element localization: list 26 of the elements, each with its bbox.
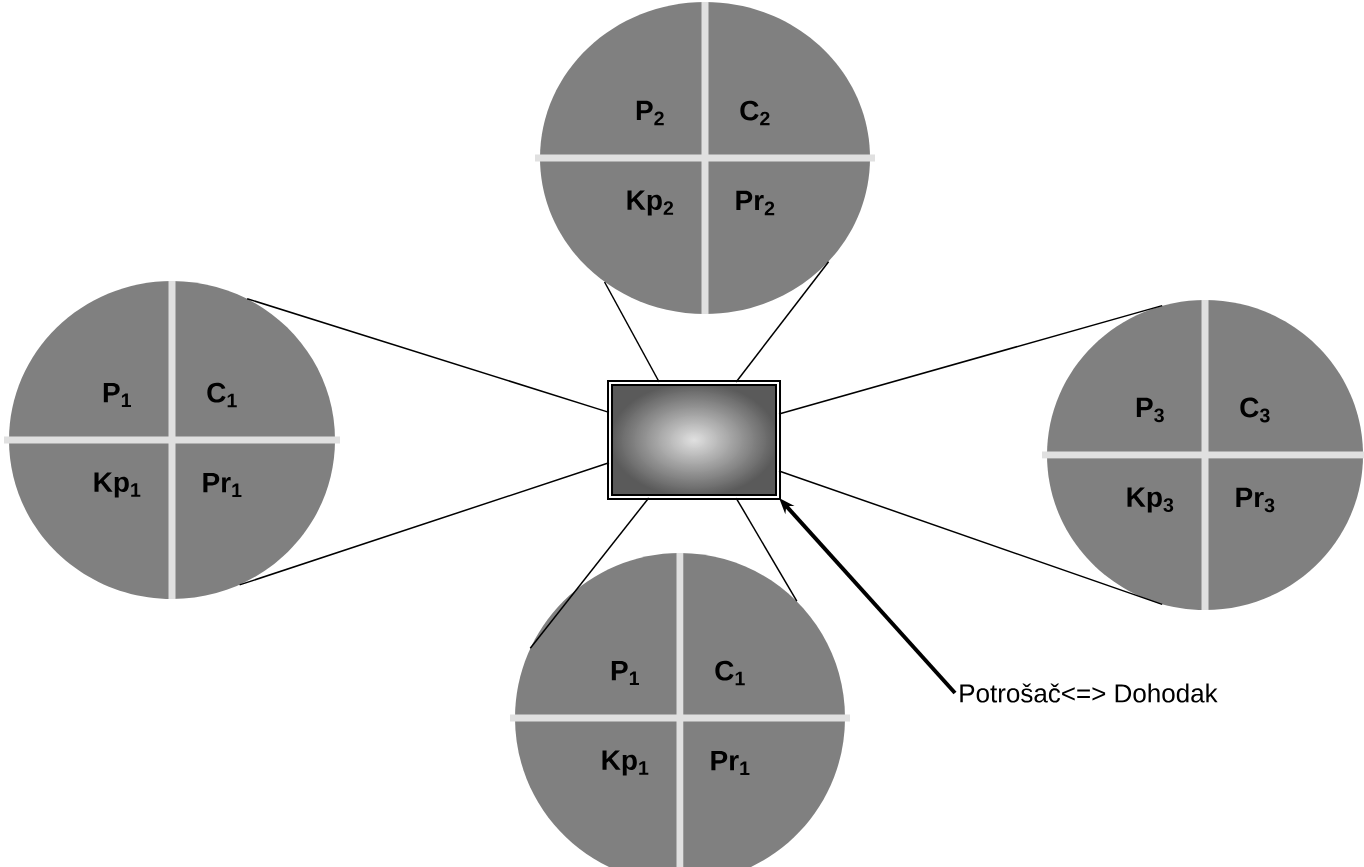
quadrant-label: Kp$_{2}$ — [627, 190, 674, 216]
connector-line — [529, 497, 650, 649]
quadrant-label: Pr$_{1}$ — [203, 472, 242, 498]
connector-line — [238, 462, 610, 586]
shaded-box — [607, 380, 781, 500]
connector-line — [603, 281, 660, 383]
quadrant-label: C$_{1}$ — [207, 382, 237, 408]
quadrant-label: P$_{1}$ — [103, 382, 131, 408]
quadrant-label: Pr$_{3}$ — [1236, 487, 1275, 513]
annotation-text: Potrošač<=> Dohodak — [960, 683, 1218, 703]
quadrant-label: P$_{1}$ — [611, 660, 639, 686]
quadrant-label: Pr$_{2}$ — [736, 190, 775, 216]
quadrant-label: Kp$_{3}$ — [1127, 487, 1174, 513]
connector-line — [735, 497, 798, 602]
quadrant-label: Pr$_{1}$ — [711, 750, 750, 776]
quadrant-label: C$_{3}$ — [1240, 397, 1270, 423]
quadrant-label: P$_{2}$ — [636, 100, 664, 126]
connector-line — [778, 470, 1163, 606]
quadrant-label: P$_{3}$ — [1136, 397, 1164, 423]
connector-line — [778, 304, 1163, 415]
connector-line — [735, 260, 830, 383]
quadrant-label: C$_{1}$ — [715, 660, 745, 686]
quadrant-label: Kp$_{1}$ — [94, 472, 141, 498]
quadrant-label: C$_{2}$ — [740, 100, 770, 126]
connector-line — [246, 297, 610, 414]
quadrant-label: Kp$_{1}$ — [602, 750, 649, 776]
